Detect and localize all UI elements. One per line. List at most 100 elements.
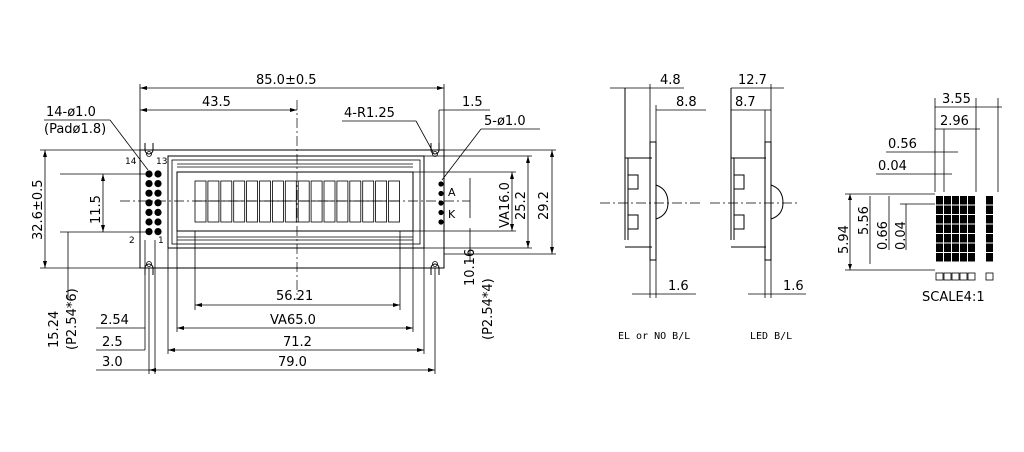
pin-2-label: 2 <box>129 236 135 246</box>
matrix-dot <box>936 243 943 252</box>
matrix-dot <box>968 253 975 262</box>
dim-edge-3-0: 3.0 <box>102 355 123 370</box>
dim-pin-row-pitch: (P2.54*6) <box>65 288 80 350</box>
matrix-dot <box>936 196 943 205</box>
caption-led: LED B/L <box>750 331 792 342</box>
pin-pad <box>154 170 162 178</box>
pin-pad <box>154 218 162 226</box>
dim-bezel-height: 25.2 <box>514 191 529 220</box>
character-cell <box>375 180 388 223</box>
cursor-dot-next <box>985 272 994 281</box>
dim-el-pcb: 1.6 <box>668 279 689 294</box>
dim-total-79: 79.0 <box>278 355 307 370</box>
matrix-dot-next <box>986 243 993 252</box>
matrix-dot <box>936 205 943 214</box>
backlight-pad <box>438 209 444 216</box>
pin-13-label: 13 <box>156 157 167 167</box>
matrix-dot <box>968 243 975 252</box>
matrix-dot-next <box>986 196 993 205</box>
dim-overall-width: 85.0±0.5 <box>256 73 317 88</box>
viewing-area <box>176 171 414 232</box>
dim-pin-row-pos: 15.24 <box>47 311 62 348</box>
matrix-dot <box>952 215 959 224</box>
matrix-dot <box>952 205 959 214</box>
dim-edge-2-5: 2.5 <box>102 335 123 350</box>
bezel-inner <box>171 159 421 245</box>
matrix-dot <box>968 224 975 233</box>
character-cell <box>220 180 233 223</box>
character-cell <box>388 180 400 223</box>
bezel-outline <box>167 155 425 249</box>
dim-char-width: 3.55 <box>942 92 971 107</box>
dim-el-4-8: 4.8 <box>660 73 681 88</box>
matrix-dot-next <box>986 215 993 224</box>
matrix-dot <box>944 215 951 224</box>
character-cell <box>246 180 259 223</box>
pin-pad <box>145 199 153 207</box>
cursor-dot <box>943 272 952 281</box>
matrix-dot <box>944 205 951 214</box>
side-view-led: 12.7 8.7 1.6 LED B/L <box>710 73 806 342</box>
dim-1-5: 1.5 <box>462 95 483 110</box>
dim-dot-size: 0.56 <box>888 137 917 152</box>
matrix-dot-next <box>986 253 993 262</box>
dim-board-height: 29.2 <box>537 191 552 220</box>
matrix-dot <box>952 224 959 233</box>
pin-pad <box>154 189 162 197</box>
bl-hole-spec: 5-ø1.0 <box>484 114 526 129</box>
matrix-dot <box>968 196 975 205</box>
character-cell <box>323 180 336 223</box>
character-detail: 3.55 2.96 0.56 0.04 5.94 5.56 0.66 0.04 … <box>837 92 1002 305</box>
character-cell <box>297 180 310 223</box>
side-view-el: 4.8 8.8 1.6 EL or NO B/L <box>600 73 706 342</box>
cursor-dot <box>967 272 976 281</box>
pin-pads <box>145 170 162 236</box>
pcb-outline <box>139 149 445 269</box>
pin-pad <box>154 199 162 207</box>
matrix-dot <box>960 205 967 214</box>
dim-dot-pitch: 2.96 <box>940 114 969 129</box>
backlight-pad <box>438 200 444 206</box>
matrix-dot <box>936 234 943 243</box>
matrix-dot-next <box>986 234 993 243</box>
character-cell <box>207 180 220 223</box>
dim-bezel-width: 71.2 <box>283 335 312 350</box>
matrix-dot-next <box>986 224 993 233</box>
scale-label: SCALE4:1 <box>922 290 985 305</box>
cursor-dot <box>951 272 960 281</box>
dim-overall-height: 32.6±0.5 <box>31 179 46 240</box>
character-cell <box>349 180 362 223</box>
mount-hole-tr <box>430 143 440 155</box>
dim-bl-pitch: (P2.54*4) <box>481 278 496 340</box>
matrix-dot <box>936 253 943 262</box>
dot-matrix <box>935 196 994 281</box>
matrix-dot <box>968 215 975 224</box>
cathode-label: K <box>448 208 456 221</box>
anode-label: A <box>448 186 456 199</box>
matrix-dot <box>944 253 951 262</box>
backlight-pad <box>438 190 444 197</box>
matrix-dot <box>960 215 967 224</box>
dim-led-12-7: 12.7 <box>738 73 767 88</box>
matrix-dot <box>952 234 959 243</box>
pad-spec: (Padø1.8) <box>44 122 106 137</box>
pin-pad <box>145 228 153 236</box>
character-cell <box>271 180 284 223</box>
matrix-dot <box>960 253 967 262</box>
dim-dot-size-v: 0.66 <box>876 221 891 250</box>
pin-pad <box>145 208 153 216</box>
pin-pad <box>145 218 153 226</box>
matrix-dot <box>944 196 951 205</box>
pin-pad <box>145 180 153 188</box>
backlight-pad <box>438 219 444 225</box>
matrix-dot <box>936 224 943 233</box>
pin-hole-spec: 14-ø1.0 <box>46 105 96 120</box>
character-cell <box>336 180 349 223</box>
dim-led-8-7: 8.7 <box>735 95 756 110</box>
mount-hole-tl <box>144 143 154 155</box>
mount-hole-br <box>430 263 440 275</box>
matrix-dot <box>960 234 967 243</box>
dim-dot-gap-v: 0.04 <box>894 221 909 250</box>
matrix-dot <box>944 243 951 252</box>
